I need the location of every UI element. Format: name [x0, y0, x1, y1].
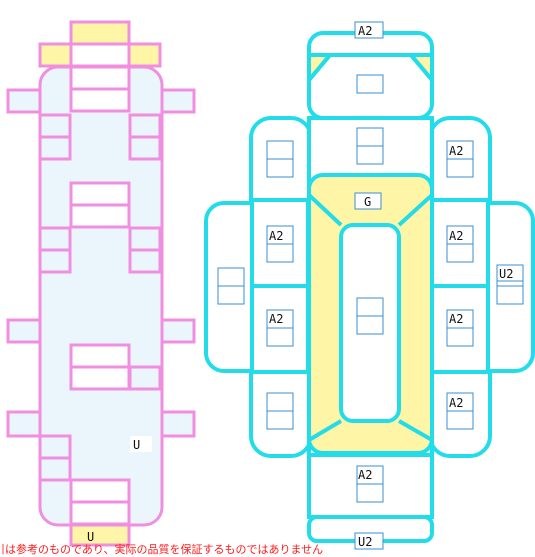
right-diagram: [204, 31, 535, 543]
label-r4: A2: [449, 396, 463, 410]
left-column-panel: [38, 434, 72, 460]
left-side-flap: [6, 88, 42, 114]
left-diagram: [6, 20, 196, 547]
label-r1: A2: [449, 144, 463, 158]
left-panel: [69, 500, 131, 526]
label-center-top: G: [364, 195, 371, 209]
left-side-flap: [160, 88, 196, 114]
label-bottom-flap: A2: [358, 468, 372, 482]
label-l3: A2: [269, 312, 283, 326]
label-box: [354, 21, 384, 39]
left-side-flap: [6, 318, 42, 344]
left-side-flap: [160, 410, 196, 438]
left-panel: [69, 343, 131, 369]
left-top-center: [69, 42, 131, 68]
label-l2: A2: [269, 229, 283, 243]
left-panel: [69, 65, 131, 91]
left-column-panel: [38, 226, 72, 252]
left-panel: [69, 181, 131, 207]
left-panel: [69, 87, 131, 113]
left-panel: [69, 365, 131, 391]
footer-note: 引は参考のものであり、実际の品質を保証するものではありません: [0, 543, 324, 556]
left-label-u-bottom: U: [87, 530, 94, 544]
left-column-panel: [38, 248, 72, 274]
label-box: [354, 192, 382, 210]
left-top-tab: [69, 20, 131, 46]
left-label-box-u-side: [130, 436, 152, 452]
left-column-panel: [128, 135, 162, 161]
left-column-panel: [38, 456, 72, 482]
left-column-panel: [38, 135, 72, 161]
small-box: [356, 74, 384, 94]
left-panel: [69, 478, 131, 504]
right-small-boxes: [217, 21, 524, 550]
left-side-flap: [160, 318, 196, 344]
left-column-panel: [128, 226, 162, 252]
left-panel: [69, 203, 131, 229]
left-labels: U U: [87, 436, 152, 544]
left-column-panel: [38, 113, 72, 139]
label-top: A2: [358, 24, 372, 38]
right-labels: A2 G A2 A2 A2 U2 A2 A2 A2 A2 U2: [269, 24, 513, 549]
label-r3: A2: [449, 312, 463, 326]
left-label-u-side: U: [133, 438, 140, 452]
left-column-panel: [128, 248, 162, 274]
label-r2: A2: [449, 229, 463, 243]
left-column-panel: [128, 113, 162, 139]
left-side-flap: [6, 410, 42, 438]
label-box: [496, 264, 524, 282]
label-far-right: U2: [499, 267, 513, 281]
label-box: [354, 532, 384, 550]
left-bottom-tab: [69, 523, 131, 547]
left-column-panel: [128, 365, 162, 391]
label-bottom: U2: [358, 535, 372, 549]
